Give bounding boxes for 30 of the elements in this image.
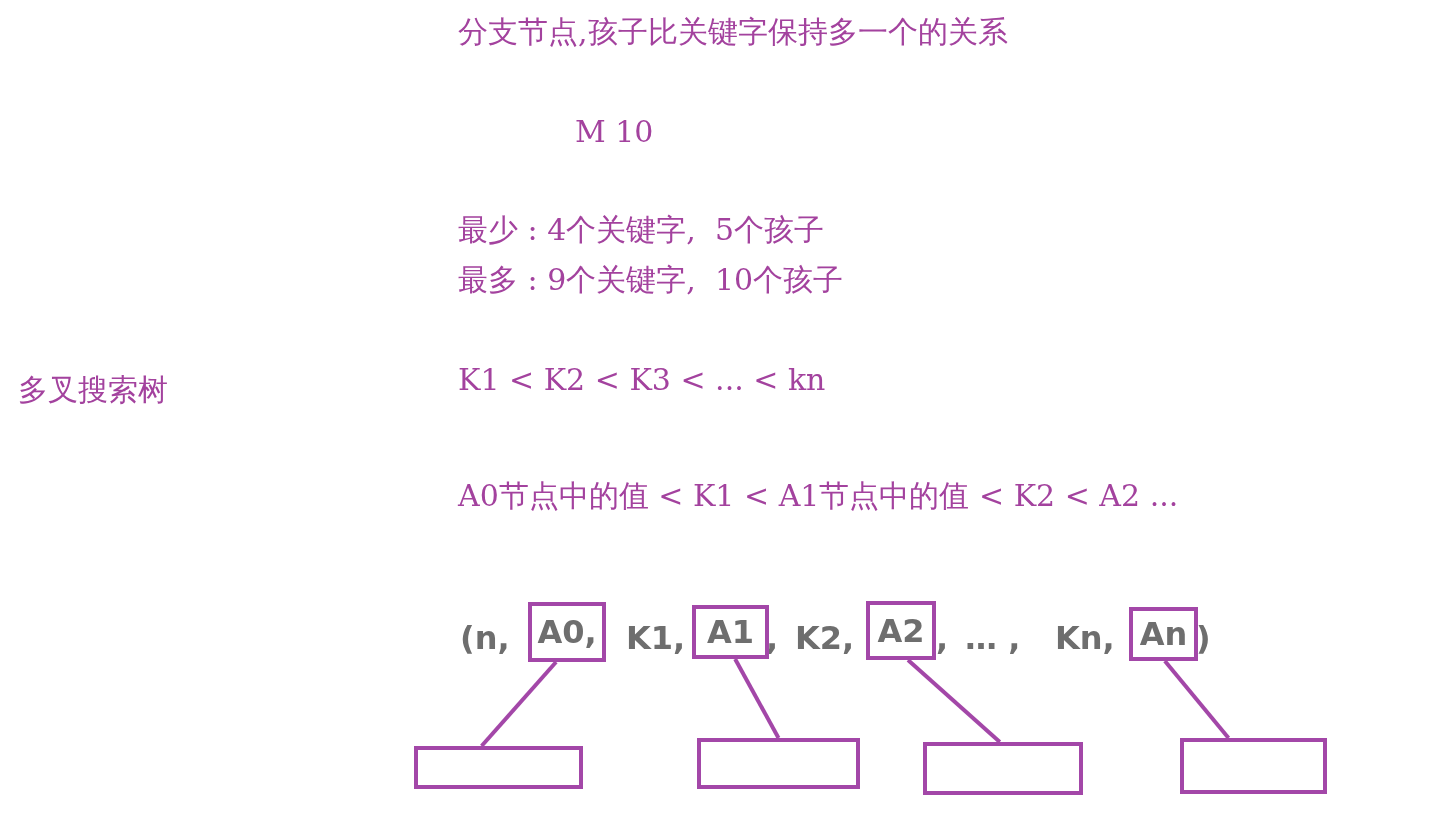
note-text: 最多 : 9个关键字, 10个孩子 — [458, 262, 844, 298]
field-highlight-box — [692, 605, 769, 659]
tuple-text: … , — [965, 618, 1021, 658]
note-text: 分支节点,孩子比关键字保持多一个的关系 — [458, 14, 1008, 50]
child-node-box — [697, 738, 860, 789]
child-node-box — [414, 746, 583, 789]
field-text: A2 — [877, 611, 925, 650]
field-highlight-box — [866, 601, 936, 660]
connector-line — [480, 660, 558, 748]
connector-line — [906, 658, 1002, 744]
connector-line — [733, 658, 781, 739]
tuple-text: (n, — [460, 618, 510, 658]
tuple-text: , — [936, 618, 949, 658]
tuple-text: K1, — [626, 618, 686, 658]
field-text: A0, — [537, 613, 597, 651]
connector-line — [1163, 659, 1231, 740]
heading-text: 多叉搜索树 — [18, 372, 168, 408]
formula-text: A0节点中的值 < K1 < A1节点中的值 < K2 < A2 ... — [458, 478, 1179, 514]
tuple-text: K2, — [795, 618, 855, 658]
formula-text: K1 < K2 < K3 < ... < kn — [458, 362, 826, 398]
note-text: M 10 — [575, 114, 654, 150]
field-highlight-box — [528, 602, 606, 662]
child-node-box — [1180, 738, 1327, 794]
tuple-text: ) — [1196, 618, 1211, 658]
note-text: 最少 : 4个关键字, 5个孩子 — [458, 212, 824, 248]
child-node-box — [923, 742, 1083, 795]
field-highlight-box — [1129, 607, 1198, 661]
field-text: An — [1139, 615, 1188, 653]
field-text: A1 — [707, 613, 754, 651]
tuple-text: Kn, — [1055, 618, 1115, 658]
